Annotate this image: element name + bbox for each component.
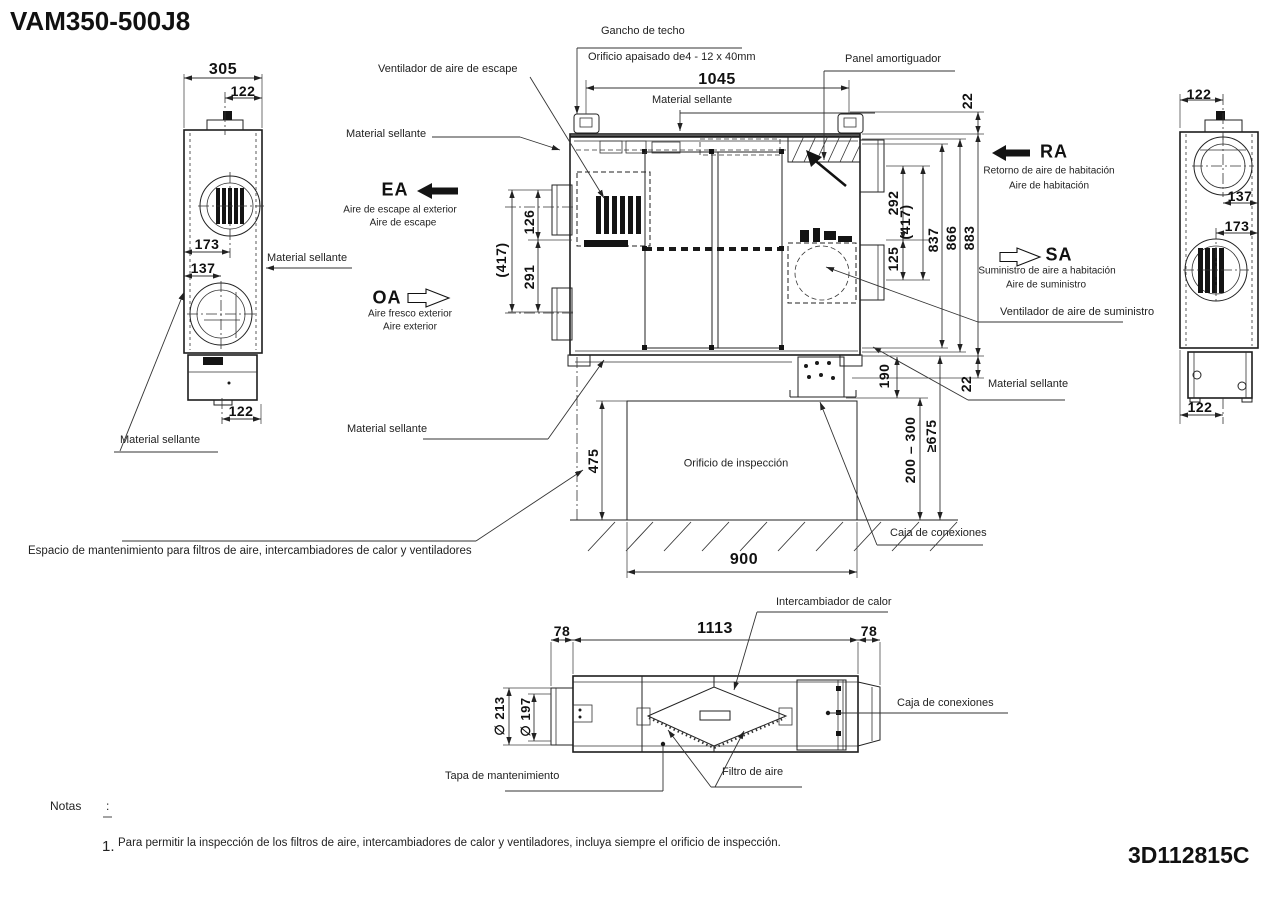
ea-desc: Aire de escape al exterior bbox=[343, 204, 457, 216]
label-intercambiador: Intercambiador de calor bbox=[776, 596, 892, 608]
label-material-sellante-mid: Material sellante bbox=[347, 423, 428, 435]
label-ventilador-escape: Ventilador de aire de escape bbox=[378, 63, 518, 75]
dim-1045: 1045 bbox=[698, 71, 736, 88]
dim-122-bottom-left-view: 122 bbox=[228, 403, 254, 419]
label-filtro-aire: Filtro de aire bbox=[722, 766, 784, 778]
dim-137-right-view: 137 bbox=[1227, 188, 1253, 204]
dim-22-bottom: 22 bbox=[958, 375, 974, 393]
dim-22-top: 22 bbox=[959, 92, 975, 110]
dim-291: 291 bbox=[521, 264, 537, 290]
dim-173-right-view: 173 bbox=[1224, 218, 1250, 234]
dim-417-right: (417) bbox=[897, 204, 913, 240]
ea-name: Aire de escape bbox=[369, 217, 437, 229]
dim-137-left-view: 137 bbox=[190, 260, 216, 276]
dim-126: 126 bbox=[521, 209, 537, 235]
label-caja-conexiones-bottom: Caja de conexiones bbox=[897, 697, 994, 709]
notes-colon: : bbox=[106, 799, 110, 813]
dim-675: ≥675 bbox=[923, 419, 939, 453]
dim-diam-213: ∅ 213 bbox=[492, 696, 507, 736]
right-side-view bbox=[1179, 94, 1259, 424]
sa-code: SA bbox=[1045, 244, 1073, 265]
dim-900: 900 bbox=[729, 551, 759, 568]
ra-arrow-icon bbox=[992, 145, 1030, 161]
bottom-view bbox=[503, 611, 1008, 792]
label-material-sellante-top: Material sellante bbox=[652, 94, 733, 106]
label-gancho-de-techo: Gancho de techo bbox=[601, 25, 685, 37]
dim-190: 190 bbox=[876, 363, 892, 389]
dim-475: 475 bbox=[585, 448, 601, 474]
label-orificio-apaisado: Orificio apaisado de4 - 12 x 40mm bbox=[588, 51, 756, 63]
oa-desc: Aire fresco exterior bbox=[368, 308, 452, 320]
label-material-sellante-left-view: Material sellante bbox=[267, 252, 348, 264]
dim-122-top-left-view: 122 bbox=[230, 83, 256, 99]
dim-883: 883 bbox=[961, 225, 977, 251]
label-material-sellante-right: Material sellante bbox=[988, 378, 1069, 390]
ea-code: EA bbox=[381, 179, 409, 200]
dim-200-300: 200 – 300 bbox=[902, 416, 918, 484]
ea-arrow-icon bbox=[417, 183, 458, 199]
left-side-view bbox=[114, 74, 352, 453]
oa-code: OA bbox=[372, 287, 402, 308]
ra-code: RA bbox=[1040, 141, 1068, 162]
label-espacio-mantenimiento: Espacio de mantenimiento para filtros de… bbox=[28, 545, 472, 557]
dim-125: 125 bbox=[885, 246, 901, 272]
front-view bbox=[122, 47, 1123, 578]
note-item-text: Para permitir la inspección de los filtr… bbox=[118, 837, 781, 849]
sa-name: Aire de suministro bbox=[1005, 279, 1087, 291]
sa-arrow-icon bbox=[999, 247, 1042, 267]
label-caja-conexiones-front: Caja de conexiones bbox=[890, 527, 987, 539]
oa-arrow-icon bbox=[407, 288, 451, 308]
page-title: VAM350-500J8 bbox=[10, 6, 191, 36]
dim-122-bottom-right-view: 122 bbox=[1187, 399, 1213, 415]
drawing-number: 3D112815C bbox=[1128, 842, 1250, 868]
dim-417-left: (417) bbox=[493, 242, 509, 278]
label-tapa-mantenimiento: Tapa de mantenimiento bbox=[445, 770, 560, 782]
label-material-sellante-upper-left: Material sellante bbox=[346, 128, 427, 140]
label-orificio-inspeccion: Orificio de inspección bbox=[683, 457, 789, 470]
dim-837: 837 bbox=[925, 227, 941, 253]
dim-173-left-view: 173 bbox=[194, 236, 220, 252]
dim-1113: 1113 bbox=[697, 620, 733, 637]
dim-122-top-right-view: 122 bbox=[1186, 86, 1212, 102]
notes-heading: Notas bbox=[50, 799, 82, 813]
ra-name: Aire de habitación bbox=[1008, 180, 1090, 192]
label-ventilador-suministro: Ventilador de aire de suministro bbox=[1000, 306, 1155, 318]
label-material-sellante-left-bottom: Material sellante bbox=[120, 434, 201, 446]
oa-name: Aire exterior bbox=[383, 321, 437, 333]
note-item-number: 1. bbox=[102, 838, 115, 855]
dim-78-right: 78 bbox=[860, 623, 878, 639]
ra-desc: Retorno de aire de habitación bbox=[983, 165, 1115, 177]
dim-diam-197: ∅ 197 bbox=[518, 697, 533, 737]
dim-305: 305 bbox=[208, 61, 238, 78]
dim-78-left: 78 bbox=[553, 623, 571, 639]
label-panel-amortiguador: Panel amortiguador bbox=[845, 53, 942, 65]
dim-866: 866 bbox=[943, 225, 959, 251]
sa-desc: Suministro de aire a habitación bbox=[978, 265, 1116, 277]
